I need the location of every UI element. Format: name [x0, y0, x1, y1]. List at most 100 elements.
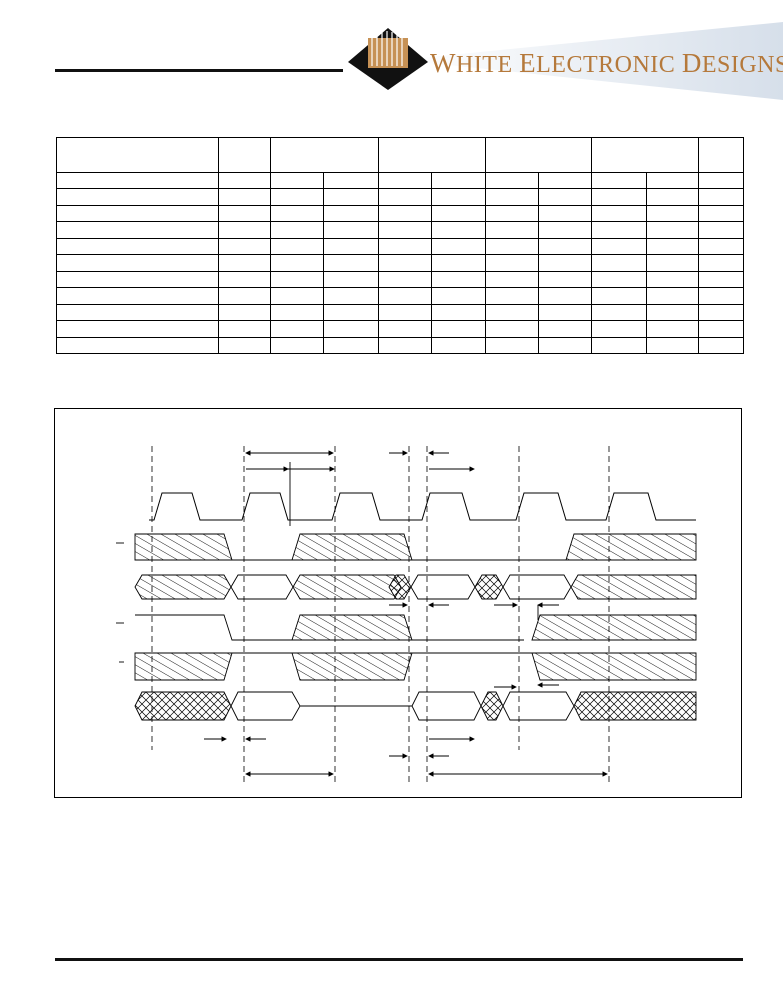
table-cell: [431, 221, 486, 239]
table-cell: [485, 287, 539, 305]
brand-initial-e: E: [519, 48, 537, 78]
table-cell: [591, 204, 647, 223]
table-cell: [431, 287, 486, 305]
table-cell: [646, 204, 699, 223]
table-cell: [591, 188, 647, 206]
table-row: [56, 171, 744, 190]
table-cell: [591, 270, 647, 289]
table-cell: [378, 287, 432, 305]
table-cell: [431, 204, 486, 223]
brand-rest-3: ESIGNS: [701, 52, 783, 78]
table-cell: [270, 204, 324, 223]
table-cell: [56, 303, 219, 322]
table-cell: [646, 221, 699, 239]
table-cell: [538, 303, 592, 322]
table-cell: [698, 221, 744, 239]
header-unit: [698, 137, 744, 173]
header-speed-4: [591, 137, 699, 173]
brand-initial-w: W: [430, 48, 456, 78]
table-cell: [56, 237, 219, 256]
table-cell: [698, 237, 744, 256]
table-cell: [218, 336, 271, 354]
table-row: [56, 204, 744, 223]
table-cell: [698, 254, 744, 272]
table-cell: [538, 336, 592, 354]
table-cell: [270, 336, 324, 354]
table-cell: [538, 221, 592, 239]
table-cell: [591, 303, 647, 322]
table-cell: [591, 254, 647, 272]
table-cell: [485, 204, 539, 223]
table-cell: [56, 204, 219, 223]
table-cell: [646, 320, 699, 338]
timing-diagram: [116, 446, 697, 783]
table-row: [56, 270, 744, 289]
table-header-row: [56, 137, 744, 173]
table-cell: [218, 287, 271, 305]
table-cell: [538, 204, 592, 223]
table-cell: [646, 270, 699, 289]
table-cell: [378, 303, 432, 322]
table-cell: [378, 171, 432, 190]
table-cell: [698, 287, 744, 305]
table-cell: [218, 188, 271, 206]
table-cell: [378, 254, 432, 272]
table-cell: [378, 221, 432, 239]
table-cell: [431, 237, 486, 256]
table-cell: [698, 320, 744, 338]
table-cell: [538, 188, 592, 206]
table-cell: [218, 254, 271, 272]
header-speed-1: [270, 137, 379, 173]
reference-lines: [151, 446, 610, 783]
table-cell: [323, 237, 379, 256]
table-cell: [378, 320, 432, 338]
table-cell: [323, 188, 379, 206]
table-cell: [698, 188, 744, 206]
table-cell: [270, 188, 324, 206]
table-cell: [591, 336, 647, 354]
table-cell: [431, 303, 486, 322]
table-cell: [270, 254, 324, 272]
table-cell: [378, 204, 432, 223]
table-cell: [591, 287, 647, 305]
signal-row-4: [134, 652, 697, 681]
table-row: [56, 336, 744, 354]
table-cell: [218, 204, 271, 223]
table-row: [56, 320, 744, 338]
table-cell: [270, 221, 324, 239]
table-cell: [323, 320, 379, 338]
table-cell: [485, 254, 539, 272]
table-cell: [270, 171, 324, 190]
table-row: [56, 221, 744, 239]
table-cell: [591, 320, 647, 338]
company-logo-icon: [348, 28, 428, 90]
table-cell: [591, 171, 647, 190]
dimension-arrow-icon: [204, 450, 608, 777]
table-cell: [538, 237, 592, 256]
table-row: [56, 254, 744, 272]
table-cell: [378, 237, 432, 256]
table-cell: [323, 287, 379, 305]
table-cell: [485, 336, 539, 354]
table-cell: [323, 303, 379, 322]
table-cell: [485, 188, 539, 206]
table-row: [56, 188, 744, 206]
brand-rest-2: LECTRONIC: [536, 52, 682, 78]
table-cell: [538, 270, 592, 289]
table-cell: [218, 270, 271, 289]
table-cell: [538, 171, 592, 190]
table-cell: [698, 270, 744, 289]
header-symbol: [218, 137, 271, 173]
table-cell: [270, 270, 324, 289]
footer-rule: [55, 958, 743, 961]
table-cell: [485, 320, 539, 338]
table-cell: [485, 303, 539, 322]
table-cell: [270, 287, 324, 305]
table-cell: [431, 188, 486, 206]
table-cell: [646, 287, 699, 305]
table-cell: [646, 303, 699, 322]
table-cell: [538, 254, 592, 272]
brand-name: WHITE ELECTRONIC DESIGNS: [430, 48, 783, 79]
table-row: [56, 303, 744, 322]
timing-diagram-frame: [54, 408, 742, 798]
